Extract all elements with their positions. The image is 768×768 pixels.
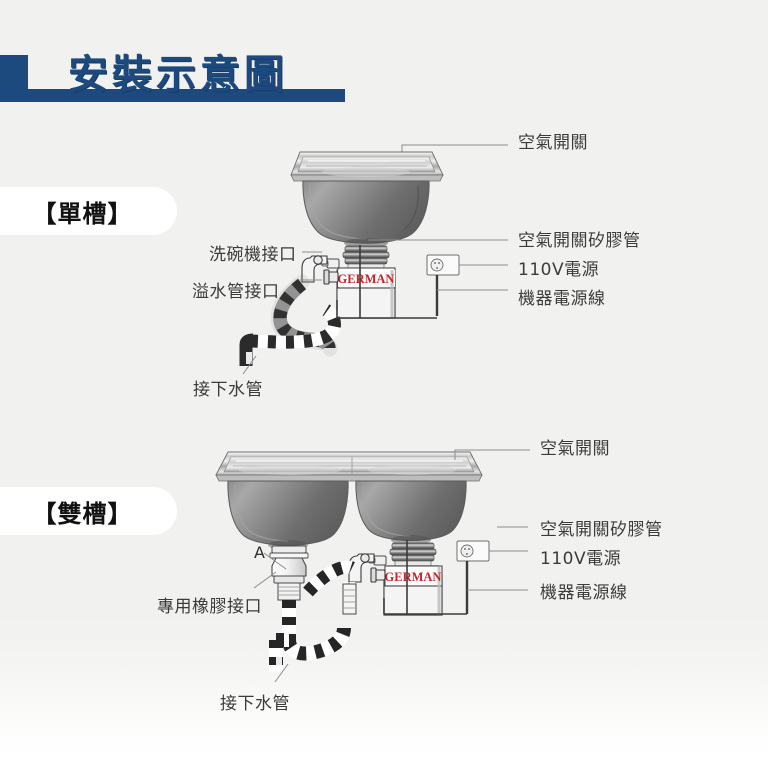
label-dishwasher-port-single: 洗碗機接口 [209, 245, 297, 265]
disposal-mount-collar-double [389, 542, 437, 567]
sink-single-bowl [302, 180, 430, 248]
section-pill-single-basin: 【單槽】 [0, 187, 177, 235]
section-pill-single-basin-label: 【單槽】 [32, 199, 133, 228]
dishwasher-inlet-elbow-single [301, 255, 339, 285]
label-drain-pipe-single: 接下水管 [193, 380, 263, 400]
disposal-unit-single [321, 258, 396, 319]
disposal-unit-double [368, 555, 443, 616]
section-pill-double-basin: 【雙槽】 [0, 487, 177, 535]
sink-double-bowl-right [355, 480, 467, 545]
leader-air-switch-double [454, 449, 530, 460]
label-rubber-connector-marker: A [254, 543, 266, 562]
leader-air-switch-single [401, 144, 508, 160]
double-basin-illustration: GERMAN [215, 449, 530, 683]
drain-hose-double [269, 627, 351, 672]
page-title: 安裝示意圖 [68, 52, 288, 98]
rubber-connector-double [269, 545, 309, 601]
disposal-mount-collar-single [342, 245, 390, 270]
label-overflow-port-single: 溢水管接口 [192, 282, 280, 302]
wiring-single [336, 245, 437, 319]
wall-outlet-double [456, 540, 490, 614]
label-power-110v-double: 110V電源 [540, 549, 622, 569]
leaders-single-left [242, 251, 322, 375]
label-power-110v-single: 110V電源 [518, 260, 600, 280]
connector-hose-double [303, 560, 357, 615]
label-drain-pipe-double: 接下水管 [220, 694, 290, 714]
inlet-elbow-double [348, 553, 386, 583]
label-air-switch-single: 空氣開關 [518, 133, 588, 153]
title-decor-bar [0, 89, 345, 102]
label-air-switch-tube-single: 空氣開關矽膠管 [518, 231, 641, 251]
label-air-switch-double: 空氣開關 [540, 439, 610, 459]
brand-text-single: GERMAN [338, 272, 395, 286]
leaders-double [454, 449, 528, 591]
leaders-double-left [253, 552, 289, 683]
wiring-double [383, 540, 467, 615]
label-rubber-connector-double: 專用橡膠接口 [157, 597, 262, 617]
sink-double-rim [215, 451, 483, 482]
label-air-switch-tube-double: 空氣開關矽膠管 [540, 520, 663, 540]
leaders-single [368, 239, 508, 291]
label-machine-power-cord-double: 機器電源線 [540, 583, 628, 603]
wall-outlet-single [426, 254, 460, 316]
sink-single-rim [290, 151, 444, 182]
sink-double-bowl-left [227, 480, 349, 550]
label-machine-power-cord-single: 機器電源線 [518, 289, 606, 309]
section-pill-double-basin-label: 【雙槽】 [32, 499, 133, 528]
brand-text-double: GERMAN [385, 570, 442, 584]
